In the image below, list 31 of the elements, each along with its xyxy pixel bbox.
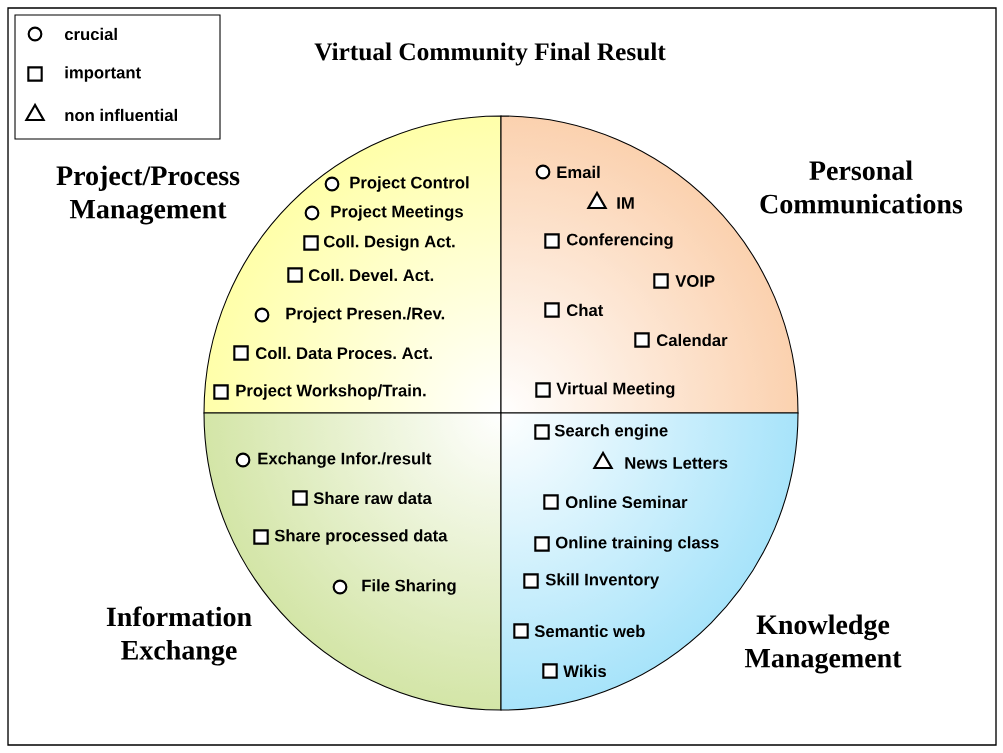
node-label: Personal Communications (760, 160, 963, 214)
item-label: Semantic web (534, 624, 645, 638)
item-label: Online training class (555, 536, 719, 552)
item-label: Coll. Devel. Act. (308, 268, 434, 282)
title: Virtual Community Final Result (314, 42, 666, 66)
item-label: IM (617, 197, 634, 209)
item-label: Calendar (656, 333, 728, 347)
item-label: Chat (566, 303, 604, 317)
item-label: Online Seminar (565, 495, 688, 509)
node-label: Project/Process Management (56, 165, 240, 225)
item-label: News Letters (625, 457, 728, 469)
item-label: Conferencing (566, 233, 673, 249)
item-label: File Sharing (362, 579, 456, 595)
item-label: Wikis (563, 664, 606, 678)
item-label: VOIP (675, 275, 715, 287)
item-label: Email (557, 165, 600, 179)
legend-label: crucial (64, 27, 117, 41)
legend-label: important (65, 66, 141, 82)
item-label: Search engine (554, 424, 668, 440)
item-label: Exchange Infor./result (258, 452, 432, 468)
item-label: Share raw data (313, 491, 432, 505)
item-label: Skill Inventory (545, 573, 660, 589)
item-label: Project Presen./Rev. (286, 307, 445, 323)
legend-label: non influential (65, 108, 177, 122)
item-label: Coll. Data Proces. Act. (255, 346, 432, 360)
item-label: Project Meetings (331, 205, 463, 221)
item-label: Coll. Design Act. (323, 235, 455, 251)
item-label: Project Control (350, 176, 469, 192)
item-label: Virtual Meeting (556, 382, 675, 398)
item-label: Project Workshop/Train. (236, 384, 426, 400)
item-label: Share processed data (274, 529, 448, 545)
